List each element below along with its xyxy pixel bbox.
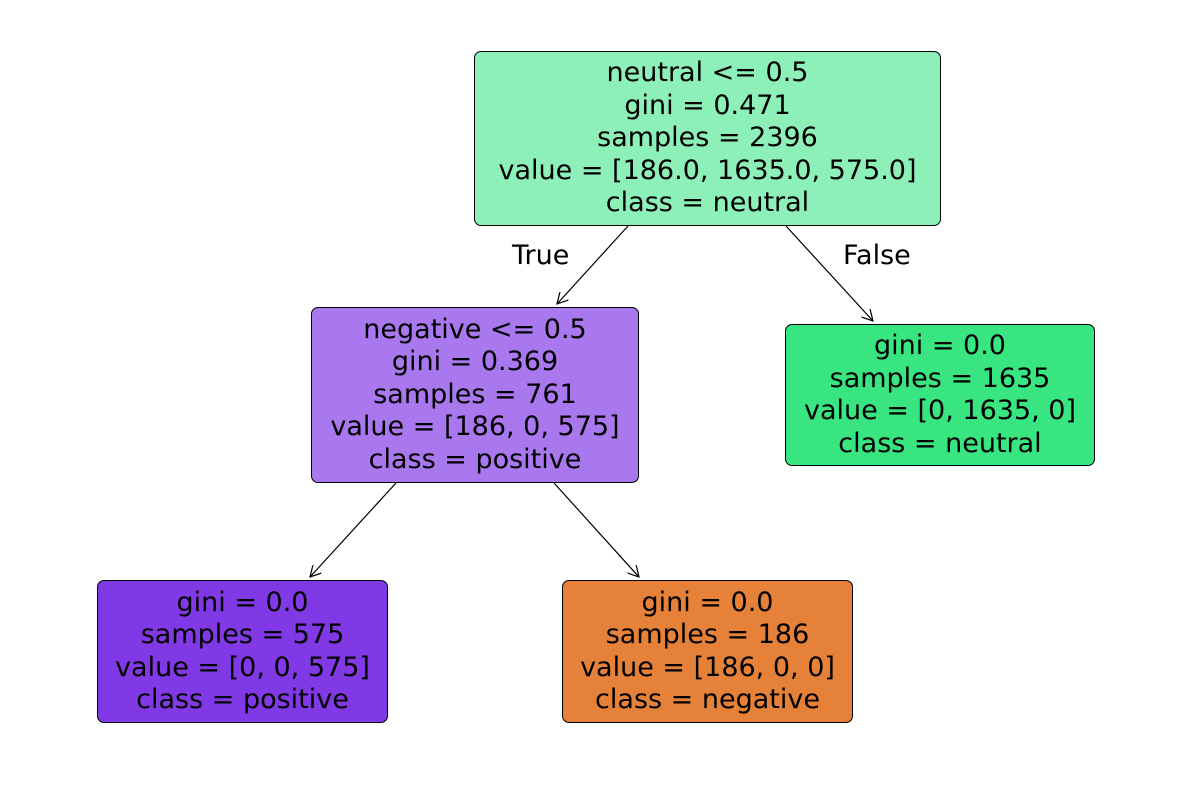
node-gini: gini = 0.0 — [176, 586, 309, 618]
node-class: class = neutral — [838, 427, 1042, 459]
node-gini: gini = 0.471 — [624, 89, 791, 121]
node-class: class = positive — [368, 443, 582, 475]
node-value: value = [0, 1635, 0] — [803, 395, 1076, 426]
node-right-leaf: gini = 0.0 samples = 1635 value = [0, 16… — [785, 324, 1095, 466]
node-gini: gini = 0.0 — [874, 330, 1006, 361]
node-samples: samples = 575 — [140, 619, 345, 650]
node-left-right-leaf: gini = 0.0 samples = 186 value = [186, 0… — [562, 580, 853, 723]
node-value: value = [186.0, 1635.0, 575.0] — [498, 154, 917, 186]
node-value: value = [186, 0, 575] — [330, 411, 620, 443]
node-samples: samples = 2396 — [597, 122, 818, 154]
edge-label-true: True — [512, 240, 570, 271]
node-split-condition: negative <= 0.5 — [363, 313, 587, 345]
node-gini: gini = 0.369 — [391, 346, 559, 378]
node-samples: samples = 761 — [373, 378, 577, 410]
edge-label-false: False — [843, 240, 911, 271]
node-samples: samples = 1635 — [829, 362, 1051, 394]
node-split-condition: neutral <= 0.5 — [606, 57, 809, 89]
node-gini: gini = 0.0 — [641, 586, 774, 618]
node-value: value = [0, 0, 575] — [115, 651, 370, 683]
node-class: class = positive — [136, 684, 349, 715]
node-samples: samples = 186 — [605, 619, 810, 650]
node-root: neutral <= 0.5 gini = 0.471 samples = 23… — [474, 51, 941, 226]
node-class: class = negative — [595, 684, 820, 715]
node-value: value = [186, 0, 0] — [580, 651, 835, 683]
edge-root-to-right — [785, 225, 873, 321]
node-left-left-leaf: gini = 0.0 samples = 575 value = [0, 0, … — [97, 580, 388, 723]
node-left: negative <= 0.5 gini = 0.369 samples = 7… — [311, 307, 639, 483]
edge-root-to-left — [557, 225, 629, 304]
node-class: class = neutral — [605, 187, 810, 219]
edge-left-to-left-left — [310, 482, 397, 577]
edge-left-to-left-right — [553, 482, 639, 577]
